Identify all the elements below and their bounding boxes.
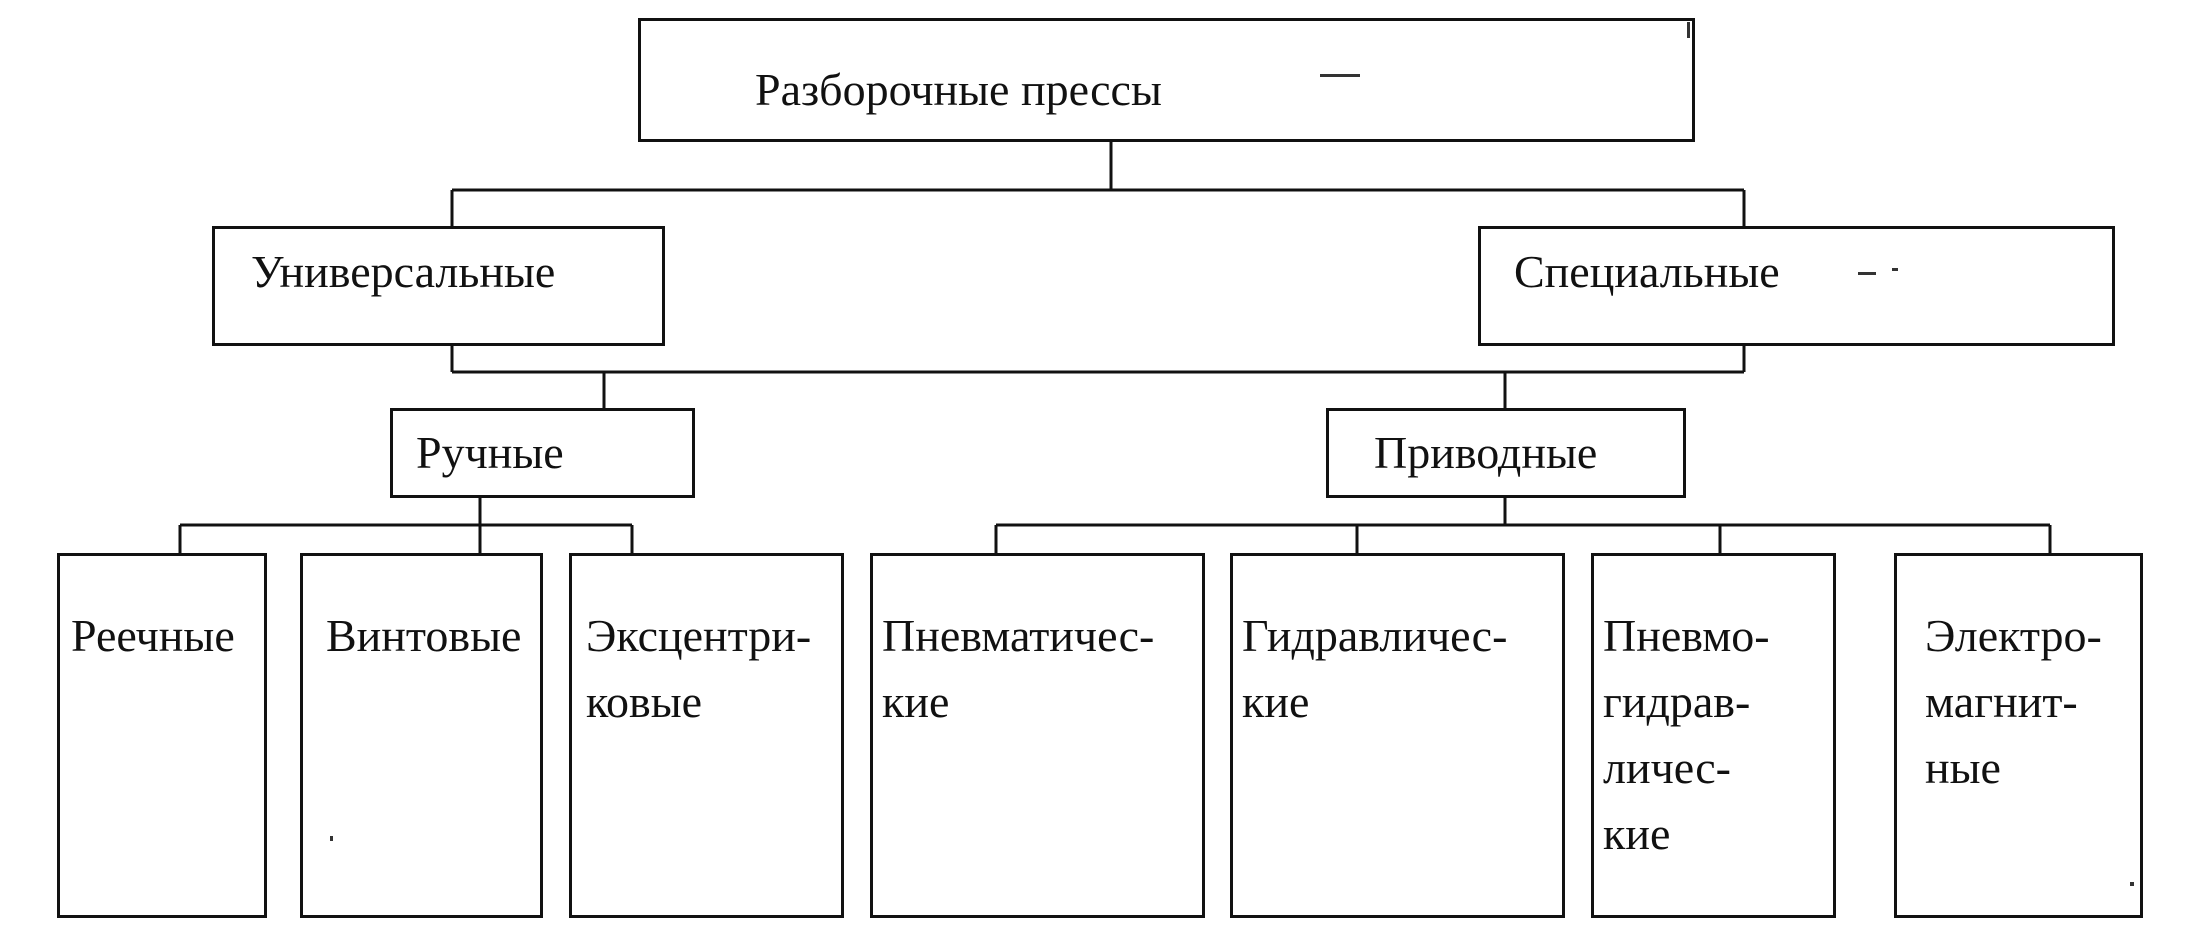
eccentric-press-label: Эксцентри- ковые [586, 610, 812, 727]
special-label: Специальные [1514, 246, 1780, 297]
scan-speck [1320, 74, 1360, 77]
electromagnetic-press-node: Электро- магнит- ные [1894, 553, 2143, 918]
pneumatic-press-label: Пневматичес- кие [882, 610, 1155, 727]
manual-node: Ручные [390, 408, 695, 498]
pneumohydraulic-press-label: Пневмо- гидрав- личес- кие [1603, 610, 1770, 859]
scan-speck [1687, 22, 1690, 38]
universal-node: Универсальные [212, 226, 665, 346]
root-node: Разборочные прессы [638, 18, 1695, 142]
rack-press-label: Реечные [71, 610, 235, 661]
root-label: Разборочные прессы [755, 64, 1162, 115]
eccentric-press-node: Эксцентри- ковые [569, 553, 844, 918]
scan-speck [1892, 268, 1898, 271]
screw-press-label: Винтовые [326, 610, 522, 661]
manual-label: Ручные [416, 427, 564, 478]
screw-press-node: Винтовые [300, 553, 543, 918]
pneumohydraulic-press-node: Пневмо- гидрав- личес- кие [1591, 553, 1836, 918]
hydraulic-press-node: Гидравличес- кие [1230, 553, 1565, 918]
universal-label: Универсальные [251, 246, 556, 297]
hydraulic-press-label: Гидравличес- кие [1242, 610, 1508, 727]
scan-speck [2130, 882, 2134, 886]
scan-speck [330, 836, 333, 841]
pneumatic-press-node: Пневматичес- кие [870, 553, 1205, 918]
driven-node: Приводные [1326, 408, 1686, 498]
special-node: Специальные [1478, 226, 2115, 346]
rack-press-node: Реечные [57, 553, 267, 918]
electromagnetic-press-label: Электро- магнит- ные [1925, 610, 2102, 793]
scan-speck [1858, 272, 1876, 275]
driven-label: Приводные [1374, 427, 1598, 478]
